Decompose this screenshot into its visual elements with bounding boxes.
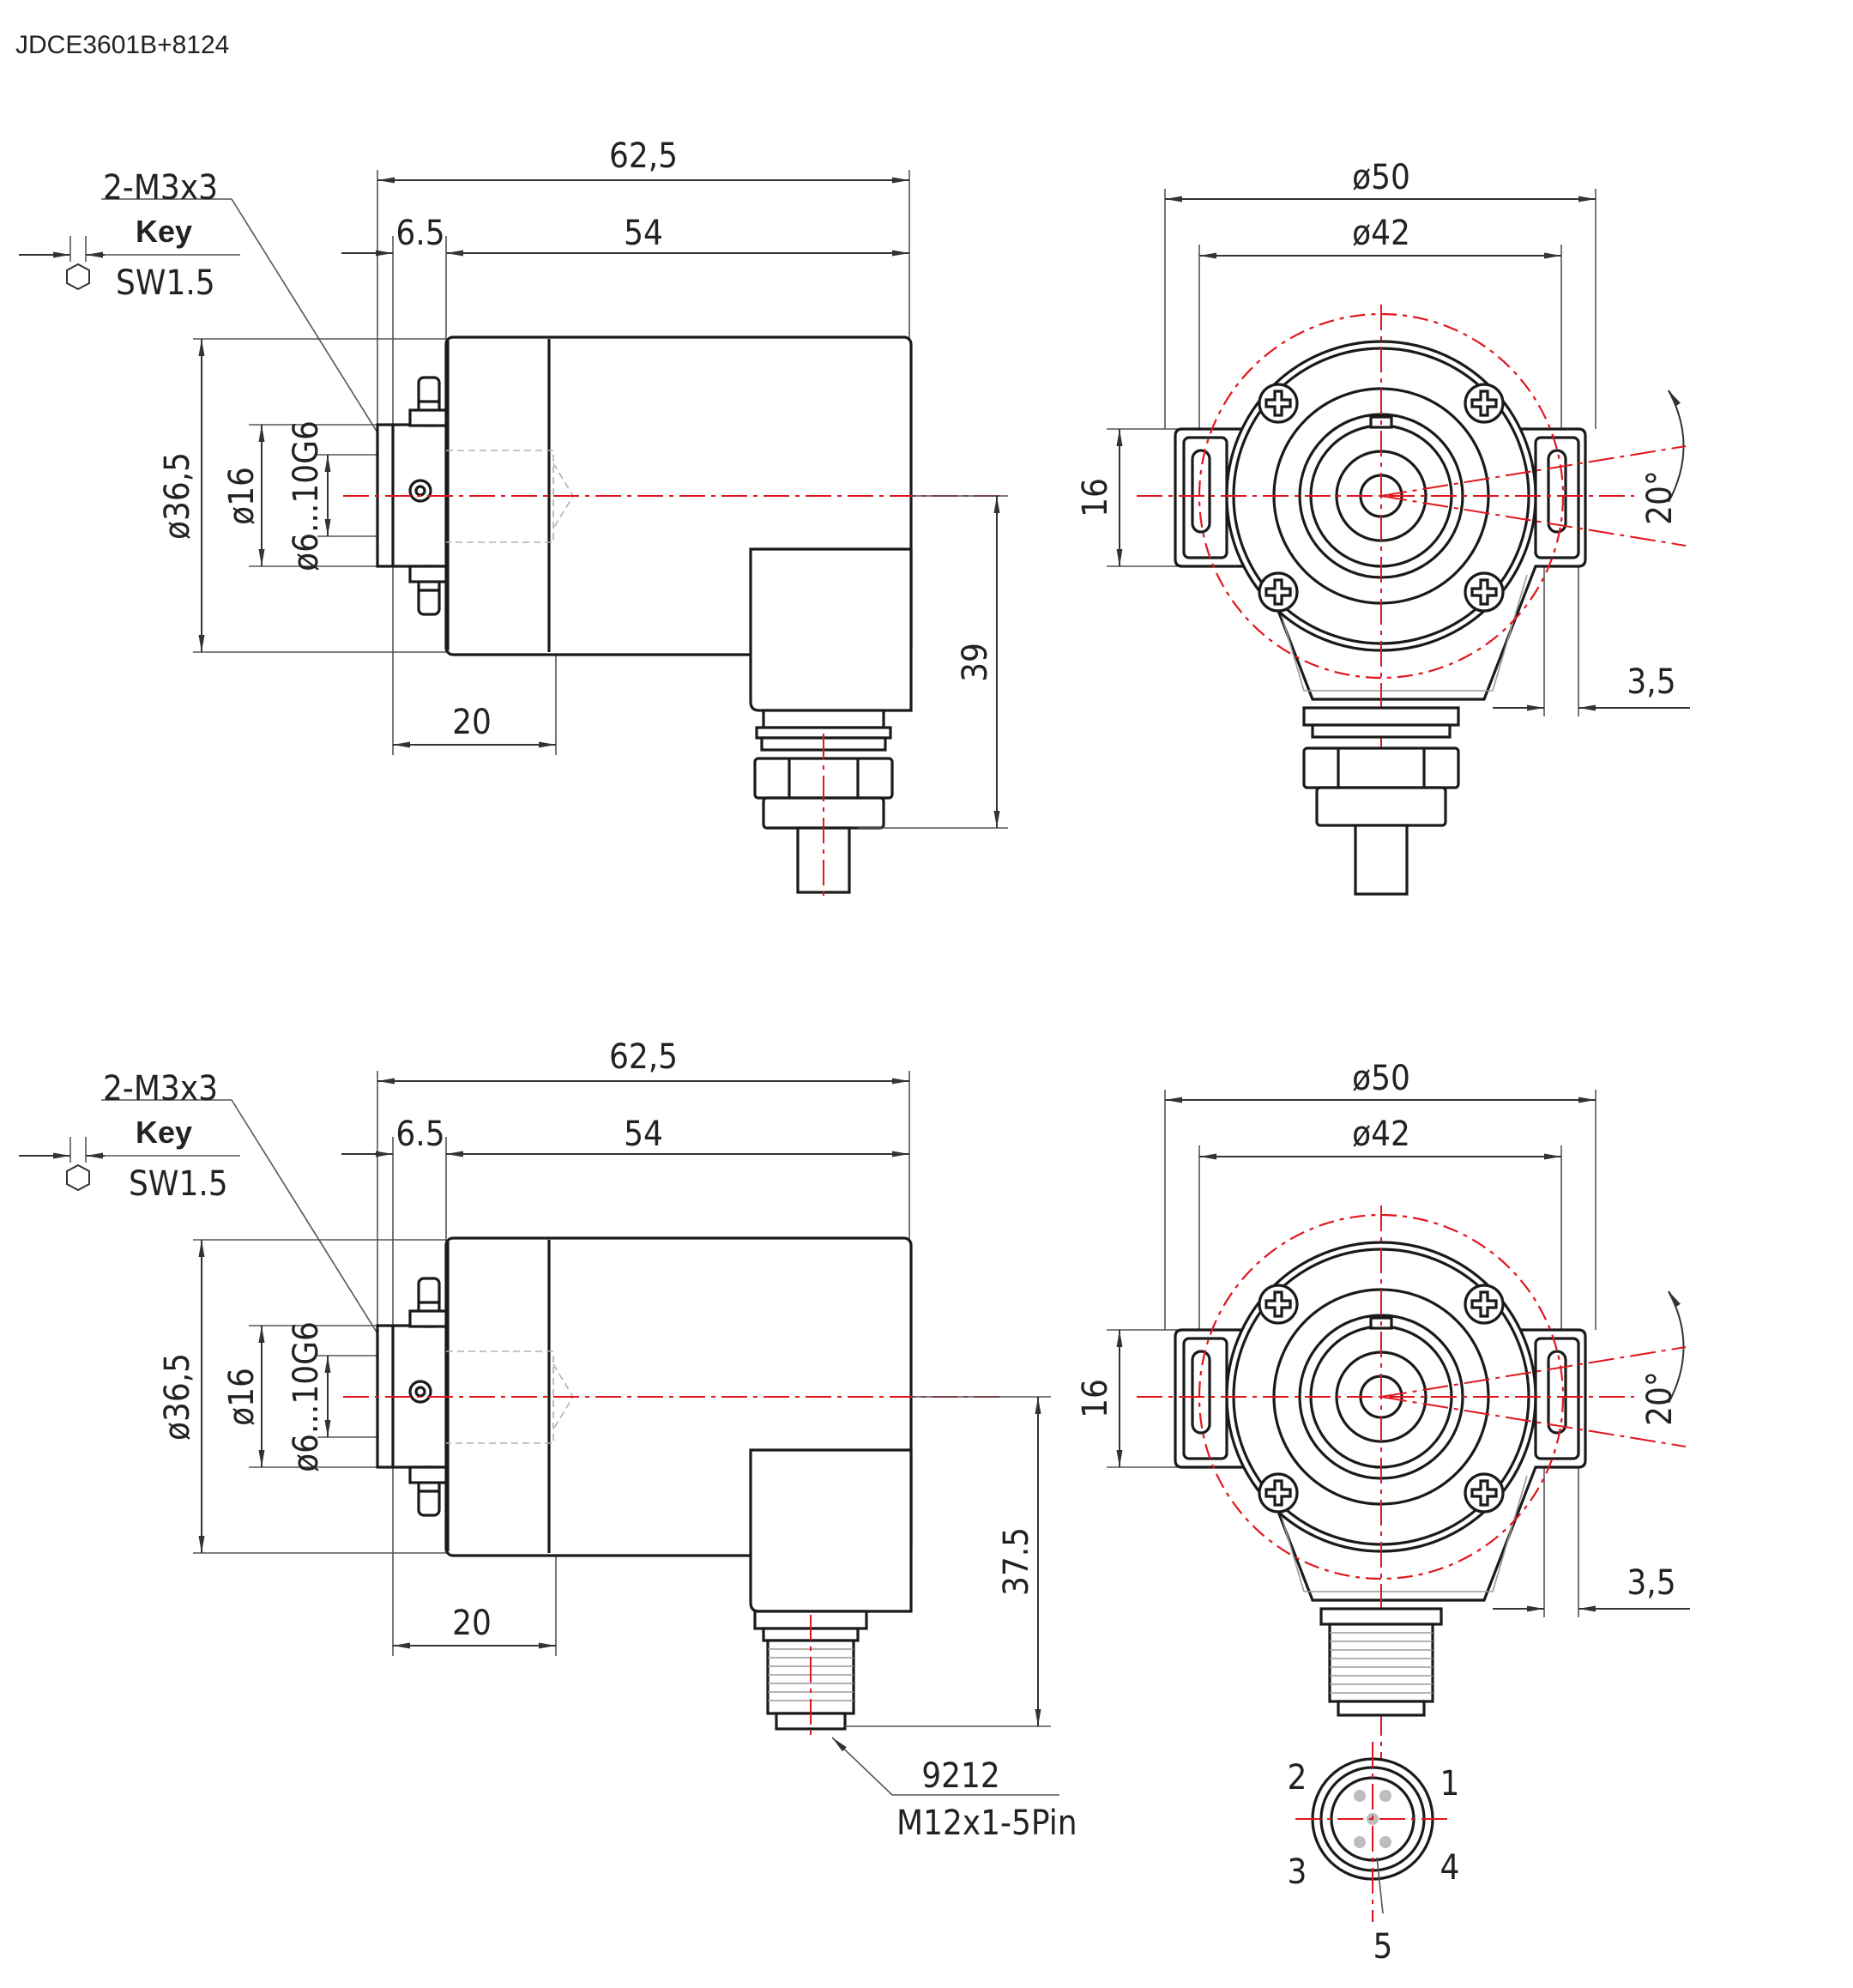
bottom-sw-label: SW1.5 [129, 1164, 228, 1204]
top-cable-box [749, 547, 913, 712]
bottom-front-thread [1328, 1622, 1434, 1703]
bottom-dim-hub-dia: ø16 [222, 1368, 262, 1426]
top-dim-flange: 6.5 [395, 214, 444, 253]
bottom-front-view: ø50 ø42 16 20° 3,5 [1076, 1059, 1690, 1776]
top-key-label: Key [136, 214, 192, 249]
top-dim-depth: 20 [452, 703, 492, 742]
bottom-dim-depth: 20 [452, 1604, 492, 1643]
pin-label-5: 5 [1373, 1927, 1393, 1967]
bottom-front-dim-outer: ø50 [1352, 1059, 1410, 1098]
bottom-dim-bore: ø6...10G6 [287, 1321, 326, 1472]
pin-2-dot [1354, 1790, 1366, 1802]
bottom-dim-total-length: 62,5 [609, 1037, 678, 1077]
top-front-dim-angle: 20° [1640, 470, 1680, 525]
pin-1-dot [1379, 1790, 1391, 1802]
bottom-thread-label: 2-M3x3 [103, 1069, 218, 1109]
top-dim-total-length: 62,5 [609, 136, 678, 176]
top-front-dim-offset: 3,5 [1627, 662, 1675, 702]
pin-label-1: 1 [1440, 1764, 1460, 1804]
pin-label-2: 2 [1288, 1758, 1307, 1798]
top-dim-bore: ø6...10G6 [287, 420, 326, 571]
bottom-dim-body: 54 [624, 1115, 663, 1154]
bottom-key-label: Key [136, 1115, 192, 1150]
pinout-diagram: 1 2 3 4 5 [1288, 1742, 1460, 1967]
top-dim-body: 54 [624, 214, 663, 253]
drawing-title: JDCE3601B+8124 [15, 31, 229, 59]
top-front-view: ø50 ø42 16 20° 3,5 [1076, 158, 1690, 896]
top-dim-cable-height: 39 [956, 643, 995, 682]
bottom-front-dim-offset: 3,5 [1627, 1563, 1675, 1603]
bottom-front-dim-inner: ø42 [1352, 1115, 1410, 1154]
top-front-dim-inner: ø42 [1352, 214, 1410, 253]
bottom-dim-connector-height: 37.5 [997, 1527, 1036, 1596]
top-front-dim-outer: ø50 [1352, 158, 1410, 197]
top-front-dim-slot: 16 [1076, 478, 1115, 517]
top-side-view: 2-M3x3 Key SW1.5 62,5 6.5 54 ø36,5 ø16 ø… [19, 136, 1008, 897]
bottom-connector-box [749, 1448, 913, 1613]
pin-label-4: 4 [1440, 1848, 1460, 1888]
top-front-cable [1354, 824, 1409, 896]
bottom-front-dim-slot: 16 [1076, 1379, 1115, 1418]
bottom-connector-code: 9212 [921, 1756, 1000, 1796]
bottom-front-dim-angle: 20° [1640, 1371, 1680, 1426]
bottom-connector-spec: M12x1-5Pin [896, 1804, 1077, 1843]
bottom-side-view: 2-M3x3 Key SW1.5 62,5 6.5 54 ø36,5 ø16 ø… [19, 1037, 1077, 1843]
pin-3-dot [1354, 1836, 1366, 1848]
top-cable-nut [762, 709, 885, 729]
top-thread-label: 2-M3x3 [103, 168, 218, 208]
top-dim-hub-dia: ø16 [222, 467, 262, 525]
bottom-dim-flange: 6.5 [395, 1115, 444, 1154]
pin-4-dot [1379, 1836, 1391, 1848]
top-sw-label: SW1.5 [116, 263, 215, 303]
bottom-dim-outer-dia: ø36,5 [158, 1353, 197, 1441]
pin-label-3: 3 [1288, 1852, 1307, 1892]
top-front-gland [1302, 746, 1460, 789]
top-dim-outer-dia: ø36,5 [158, 452, 197, 540]
